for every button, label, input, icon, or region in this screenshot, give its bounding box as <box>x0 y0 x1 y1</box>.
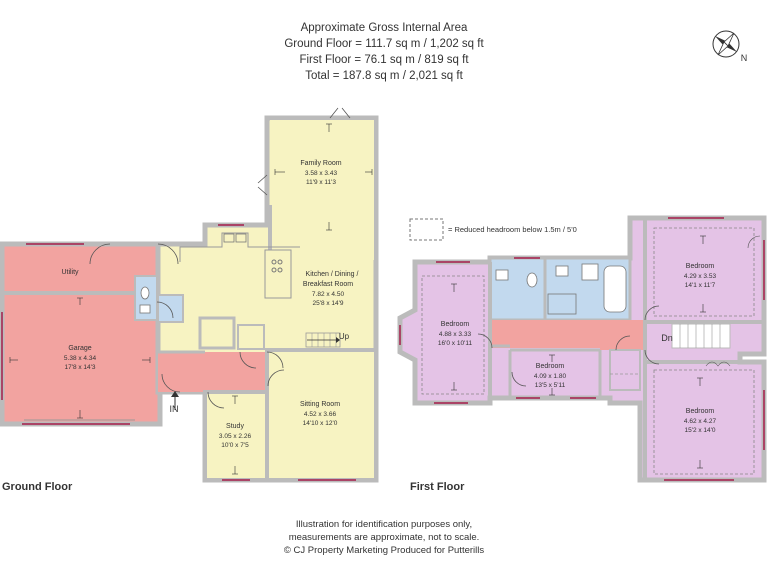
windows <box>1 224 356 481</box>
sitting-room-name: Sitting Room <box>300 401 340 408</box>
bedroom-mid-name: Bedroom <box>536 363 565 370</box>
entrance-label: IN <box>170 404 179 414</box>
hallway <box>158 352 285 392</box>
bedroom-ne-imperial: 14'1 x 11'7 <box>685 282 716 289</box>
stairs-up-label: Up <box>339 332 350 341</box>
garage-metric: 5.38 x 4.34 <box>64 355 97 362</box>
bedroom-ne-name: Bedroom <box>686 263 715 270</box>
family-room-name: Family Room <box>300 160 341 167</box>
sitting-room-imperial: 14'10 x 12'0 <box>303 420 338 427</box>
kitchen-metric: 7.82 x 4.50 <box>312 291 345 298</box>
bedroom-se-imperial: 15'2 x 14'0 <box>684 427 715 434</box>
disclaimer-line-2: measurements are approximate, not to sca… <box>288 532 480 543</box>
bedroom-se-metric: 4.62 x 4.27 <box>684 418 717 425</box>
reduced-headroom-swatch <box>409 218 444 241</box>
dimension-markers <box>9 123 373 475</box>
study-room <box>203 390 269 482</box>
area-title: Approximate Gross Internal Area <box>300 22 468 34</box>
kitchen-imperial: 25'8 x 14'9 <box>312 300 343 307</box>
stairs-down-label: Dn <box>661 333 673 343</box>
total-area: Total = 187.8 sq m / 2,021 sq ft <box>305 70 463 82</box>
disclaimer-line-3: © CJ Property Marketing Produced for Put… <box>283 545 485 556</box>
disclaimer-footer: Illustration for identification purposes… <box>0 518 768 557</box>
family-room-imperial: 11'9 x 11'3 <box>306 179 336 186</box>
compass-north-label: N <box>741 53 748 63</box>
bedroom-ne-metric: 4.29 x 3.53 <box>684 273 717 280</box>
study-imperial: 10'0 x 7'5 <box>221 442 249 449</box>
utility-name: Utility <box>61 269 79 276</box>
kitchen-name-2: Breakfast Room <box>303 281 353 288</box>
compass-icon <box>712 30 740 58</box>
disclaimer-line-1: Illustration for identification purposes… <box>295 519 473 530</box>
garage-name: Garage <box>68 345 91 352</box>
area-header: Approximate Gross Internal Area Ground F… <box>0 20 768 84</box>
first-floor-label: First Floor <box>410 481 465 493</box>
study-name: Study <box>226 423 244 430</box>
bedroom-mid-imperial: 13'5 x 5'11 <box>535 382 566 389</box>
bedroom-nw-name: Bedroom <box>441 321 470 328</box>
bedroom-nw-metric: 4.88 x 3.33 <box>439 331 472 338</box>
ground-floor-plan <box>0 107 379 483</box>
legend-text: = Reduced headroom below 1.5m / 5'0 <box>448 225 577 234</box>
study-metric: 3.05 x 2.26 <box>219 433 252 440</box>
family-room-metric: 3.58 x 3.43 <box>305 170 338 177</box>
bedroom-se-name: Bedroom <box>686 408 715 415</box>
garage-imperial: 17'8 x 14'3 <box>64 364 95 371</box>
first-floor-area: First Floor = 76.1 sq m / 819 sq ft <box>299 54 469 66</box>
landing <box>490 320 645 350</box>
kitchen-name-1: Kitchen / Dining / <box>306 271 359 278</box>
first-floor-plan <box>397 215 767 483</box>
ground-stairs <box>305 332 341 348</box>
bedroom-mid-metric: 4.09 x 1.80 <box>534 373 567 380</box>
bedroom-nw-imperial: 16'0 x 10'11 <box>438 340 473 347</box>
sitting-room-metric: 4.52 x 3.66 <box>304 411 337 418</box>
ground-floor-area: Ground Floor = 111.7 sq m / 1,202 sq ft <box>284 38 484 50</box>
ground-floor-label: Ground Floor <box>2 481 73 493</box>
